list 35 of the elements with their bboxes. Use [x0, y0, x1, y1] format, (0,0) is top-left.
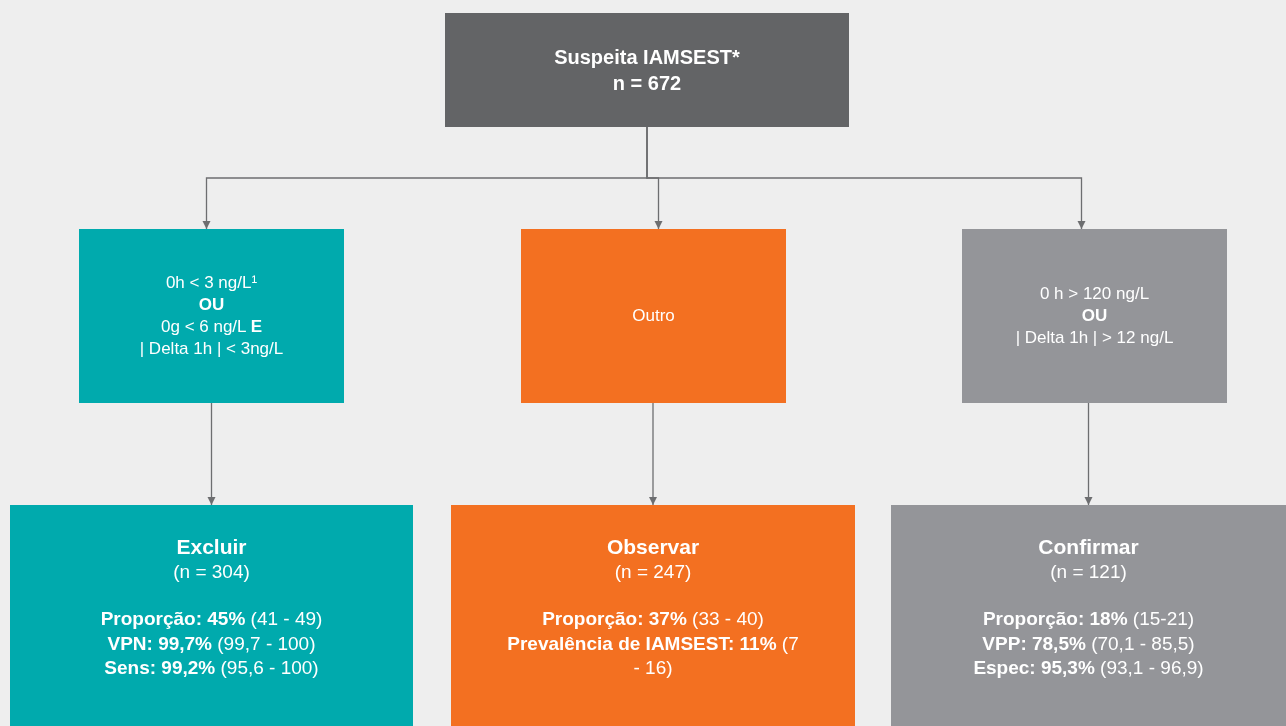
criteria-box — [962, 229, 1227, 403]
stat-text: Prevalência de IAMSEST: 11% (7 - 16) — [506, 631, 800, 681]
heading: Suspeita IAMSEST* — [554, 45, 740, 70]
criteria-text: Outro — [632, 304, 675, 327]
stat-text: Proporção: 37% (33 - 40) — [542, 607, 764, 631]
stat-text: Proporção: 18% (15-21) — [982, 607, 1195, 631]
heading: Excluir — [176, 534, 247, 560]
criteria-text: OU — [198, 293, 225, 316]
arrow — [207, 402, 216, 506]
heading: Observar — [606, 534, 700, 560]
count-text: (n = 304) — [173, 560, 250, 585]
criteria-text: 0 h > 120 ng/L — [1039, 282, 1150, 305]
arrow — [1084, 402, 1093, 506]
count-text: (n = 121) — [1050, 560, 1127, 585]
stat-text: Sens: 99,2% (95,6 - 100) — [104, 656, 319, 681]
criteria-text: | Delta 1h | < 3ng/L — [139, 338, 284, 361]
stat-text: VPN: 99,7% (99,7 - 100) — [107, 631, 316, 656]
arrow — [646, 126, 1086, 230]
criteria-text: 0h < 3 ng/L¹ — [165, 271, 258, 294]
stat-text: Proporção: 45% (41 - 49) — [100, 607, 323, 631]
criteria-box — [79, 229, 344, 403]
arrow — [649, 402, 657, 506]
criteria-box — [521, 229, 786, 403]
outcome-box — [451, 505, 855, 726]
count-text: (n = 247) — [614, 560, 692, 585]
heading: Confirmar — [1038, 534, 1139, 560]
heading: n = 672 — [612, 71, 682, 96]
stat-text: Espec: 95,3% (93,1 - 96,9) — [973, 656, 1204, 681]
stat-text: VPP: 78,5% (70,1 - 85,5) — [982, 631, 1195, 656]
criteria-text: OU — [1081, 304, 1108, 327]
start-box — [445, 13, 849, 127]
criteria-text: 0g < 6 ng/L E — [161, 316, 262, 338]
outcome-box — [891, 505, 1286, 726]
criteria-text: | Delta 1h | > 12 ng/L — [1015, 327, 1174, 350]
outcome-box — [10, 505, 413, 726]
